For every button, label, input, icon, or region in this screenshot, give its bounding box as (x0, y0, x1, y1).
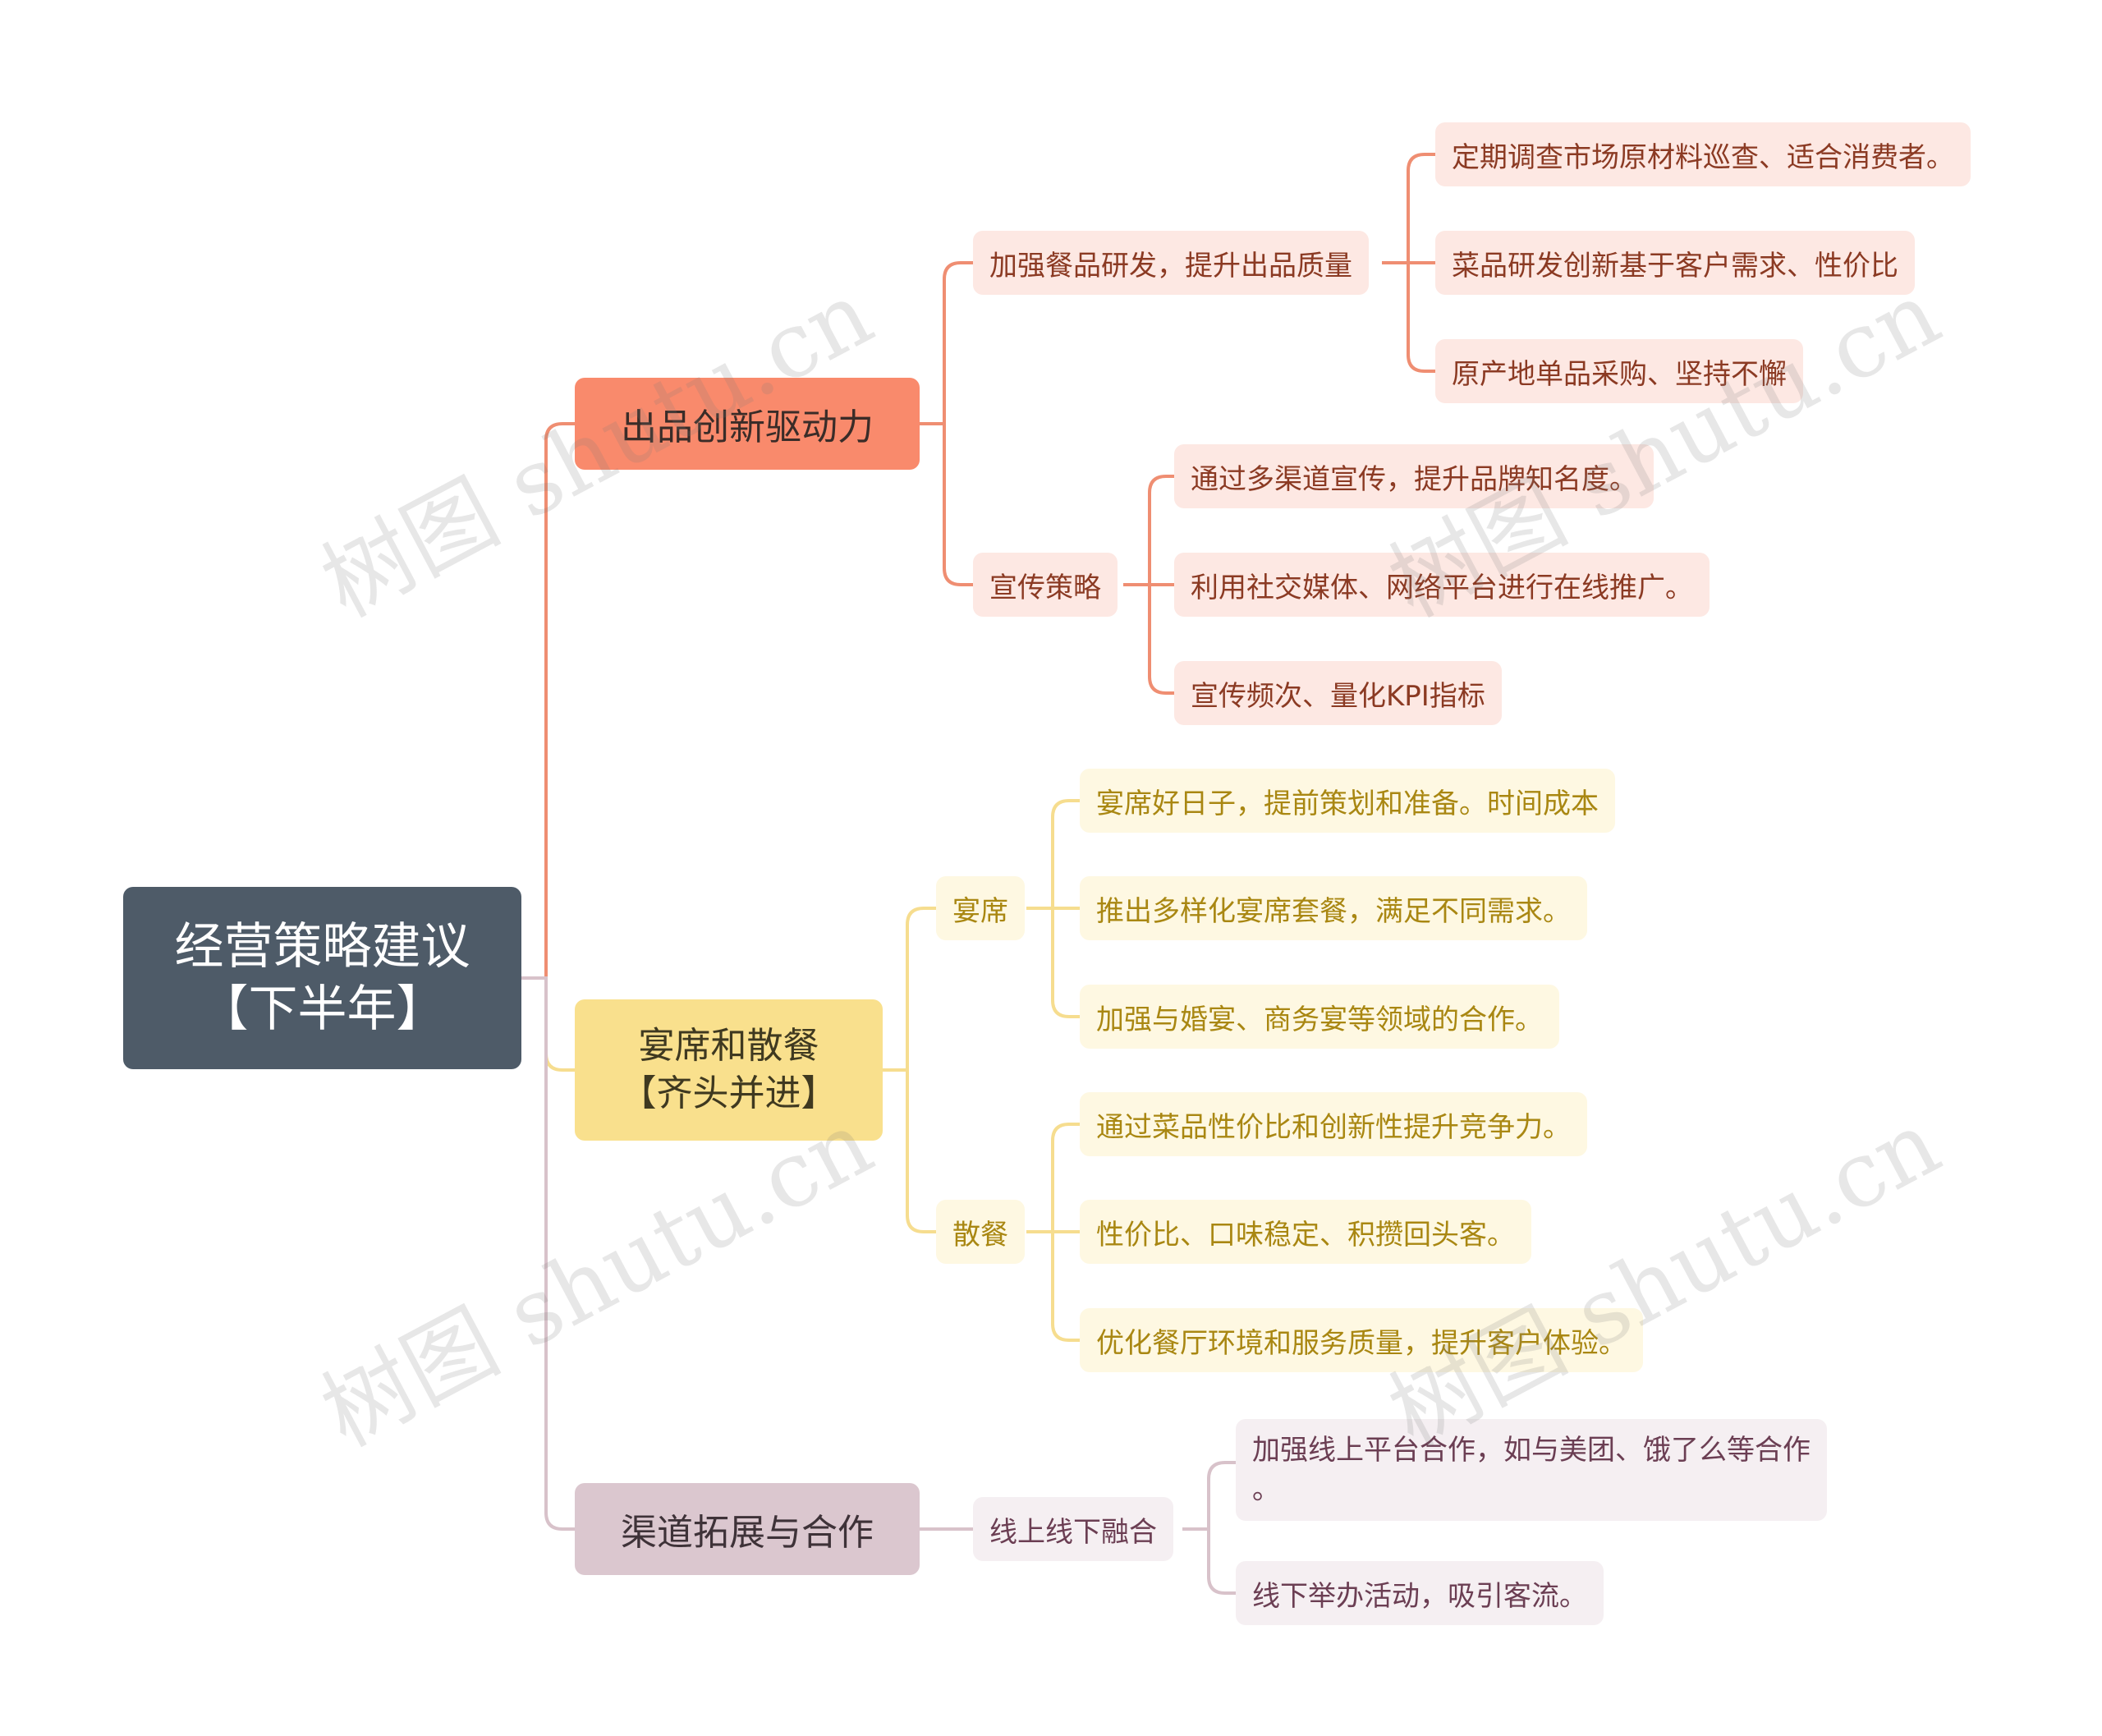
branch-label: 出品创新驱动力 (621, 406, 874, 448)
leaf-label: 宣传频次、量化KPI指标 (1191, 679, 1485, 713)
topic-label: 加强餐品研发，提升出品质量 (989, 249, 1352, 282)
leaf-wedding-business[interactable]: 加强与婚宴、商务宴等领域的合作。 (1080, 985, 1559, 1049)
link-yanxi-leaf3 (1026, 907, 1080, 1018)
link-qudao-leaf2 (1182, 1527, 1236, 1595)
leaf-platform-partnership[interactable]: 加强线上平台合作，如与美团、饿了么等合作 。 (1236, 1419, 1827, 1521)
leaf-label: 原产地单品采购、坚持不懈 (1452, 357, 1787, 391)
topic-online-offline[interactable]: 线上线下融合 (973, 1497, 1173, 1561)
branch-channel-expansion[interactable]: 渠道拓展与合作 (575, 1483, 920, 1575)
leaf-label: 定期调查市场原材料巡查、适合消费者。 (1452, 140, 1954, 174)
leaf-label: 利用社交媒体、网络平台进行在线推广。 (1191, 571, 1693, 604)
link-root-branch3 (521, 976, 575, 1531)
topic-banquet[interactable]: 宴席 (936, 876, 1025, 940)
leaf-repeat-customers[interactable]: 性价比、口味稳定、积攒回头客。 (1080, 1200, 1531, 1264)
branch-product-innovation[interactable]: 出品创新驱动力 (575, 378, 920, 470)
link-sancan-leaf1 (1026, 1123, 1080, 1233)
link-branch2-topic1 (883, 907, 936, 1072)
leaf-auspicious-days[interactable]: 宴席好日子，提前策划和准备。时间成本 (1080, 769, 1615, 833)
branch-banquet-and-dining[interactable]: 宴席和散餐 【齐头并进】 (575, 999, 883, 1141)
leaf-banquet-packages[interactable]: 推出多样化宴席套餐，满足不同需求。 (1080, 876, 1587, 940)
leaf-dish-innovation[interactable]: 菜品研发创新基于客户需求、性价比 (1435, 231, 1915, 295)
leaf-label: 菜品研发创新基于客户需求、性价比 (1452, 249, 1898, 282)
topic-promotion[interactable]: 宣传策略 (973, 553, 1118, 617)
topic-label: 宣传策略 (989, 571, 1101, 604)
leaf-multichannel[interactable]: 通过多渠道宣传，提升品牌知名度。 (1174, 444, 1654, 508)
link-yanxi-leaf1 (1026, 799, 1080, 910)
leaf-label: 线下举办活动，吸引客流。 (1252, 1579, 1587, 1613)
topic-label: 线上线下融合 (989, 1515, 1157, 1549)
leaf-label: 优化餐厅环境和服务质量，提升客户体验。 (1096, 1326, 1627, 1360)
root-title-line1: 经营策略建议 (174, 918, 470, 976)
leaf-label-line2: 。 (1252, 1473, 1280, 1506)
branch-label: 渠道拓展与合作 (621, 1512, 874, 1554)
leaf-label: 通过菜品性价比和创新性提升竞争力。 (1096, 1110, 1571, 1144)
branch-label-line1: 宴席和散餐 (638, 1025, 819, 1067)
topic-dish-rd[interactable]: 加强餐品研发，提升出品质量 (973, 231, 1369, 295)
leaf-social-media[interactable]: 利用社交媒体、网络平台进行在线推广。 (1174, 553, 1710, 617)
link-topic1-leaf1 (1382, 153, 1435, 264)
link-topic2-leaf1 (1123, 475, 1174, 586)
branch-label-line2: 【齐头并进】 (620, 1072, 838, 1114)
root-node[interactable]: 经营策略建议 【下半年】 (123, 887, 521, 1069)
leaf-kpi[interactable]: 宣传频次、量化KPI指标 (1174, 661, 1502, 725)
link-branch1-topic2 (920, 422, 973, 586)
link-topic1-leaf3 (1382, 261, 1435, 373)
leaf-label: 性价比、口味稳定、积攒回头客。 (1096, 1218, 1515, 1251)
link-root-branch1 (521, 422, 575, 980)
root-title-line2: 【下半年】 (199, 981, 446, 1038)
leaf-origin-purchase[interactable]: 原产地单品采购、坚持不懈 (1435, 339, 1803, 403)
link-qudao-leaf1 (1182, 1461, 1236, 1531)
link-branch1-topic1 (920, 261, 973, 425)
leaf-market-survey[interactable]: 定期调查市场原材料巡查、适合消费者。 (1435, 122, 1971, 186)
link-sancan-leaf3 (1026, 1230, 1080, 1342)
topic-label: 散餐 (952, 1218, 1008, 1251)
leaf-label: 推出多样化宴席套餐，满足不同需求。 (1096, 894, 1571, 928)
leaf-label: 通过多渠道宣传，提升品牌知名度。 (1191, 462, 1637, 496)
link-branch2-topic2 (883, 1068, 936, 1233)
leaf-label: 宴席好日子，提前策划和准备。时间成本 (1096, 787, 1599, 820)
leaf-offline-events[interactable]: 线下举办活动，吸引客流。 (1236, 1561, 1604, 1625)
link-root-branch2 (521, 976, 575, 1072)
leaf-environment-service[interactable]: 优化餐厅环境和服务质量，提升客户体验。 (1080, 1308, 1643, 1372)
topic-label: 宴席 (952, 894, 1008, 928)
leaf-label-line1: 加强线上平台合作，如与美团、饿了么等合作 (1252, 1434, 1811, 1467)
leaf-competitiveness[interactable]: 通过菜品性价比和创新性提升竞争力。 (1080, 1092, 1587, 1156)
topic-casual-dining[interactable]: 散餐 (936, 1200, 1025, 1264)
leaf-label: 加强与婚宴、商务宴等领域的合作。 (1096, 1003, 1543, 1036)
link-topic2-leaf3 (1123, 583, 1174, 695)
